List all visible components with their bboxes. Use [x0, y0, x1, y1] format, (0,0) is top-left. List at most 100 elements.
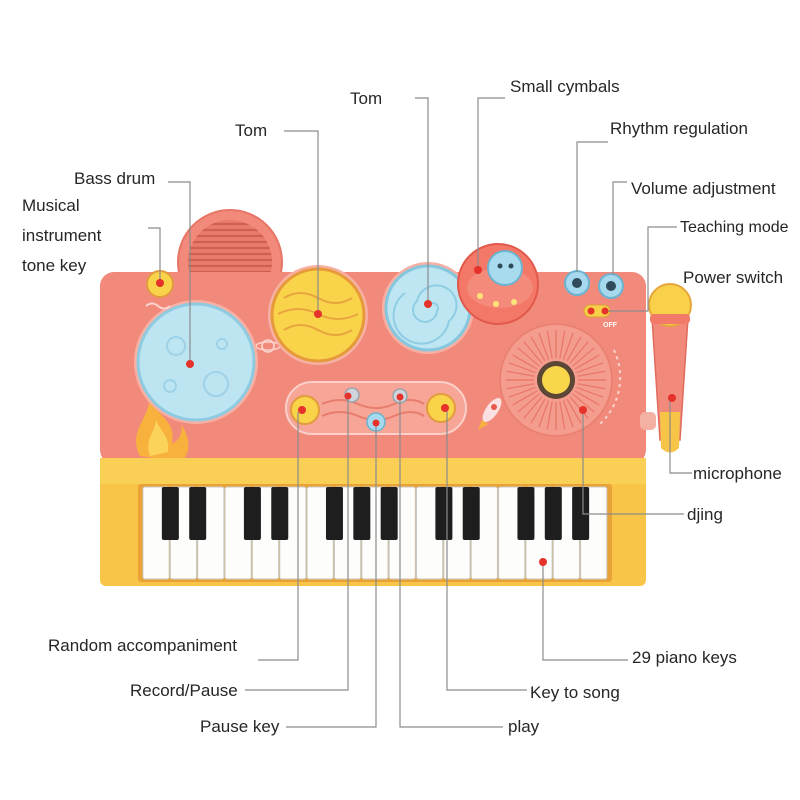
label-tom-left: Tom: [235, 121, 267, 140]
leader-line-pause-key: [286, 424, 377, 728]
marker-dot-record-pause: [344, 392, 352, 400]
black-key: [435, 487, 453, 540]
black-key: [380, 487, 398, 540]
black-key: [517, 487, 535, 540]
turntable-groove: [512, 390, 538, 406]
marker-dot-bass-drum: [186, 360, 194, 368]
turntable-groove: [574, 390, 600, 406]
label-key-to-song: Key to song: [530, 683, 620, 702]
marker-dot-pause-key: [372, 419, 380, 427]
leader-line-teaching-mode: [608, 226, 677, 312]
turntable-groove: [508, 362, 536, 374]
turntable-groove: [508, 386, 536, 398]
leader-line-random-accompaniment: [258, 412, 299, 661]
turntable-groove: [577, 370, 606, 377]
marker-dot-piano-keys: [539, 558, 547, 566]
turntable-groove: [566, 398, 582, 424]
marker-dot-tone-key: [156, 279, 164, 287]
turntable-groove: [538, 400, 550, 428]
turntable-groove: [506, 370, 535, 377]
small-cymbals-ufo: [457, 243, 539, 325]
leader-line-record-pause: [245, 397, 349, 691]
leader-line-djing: [582, 410, 684, 515]
volume-adjustment-knob: [598, 273, 624, 299]
leader-line-rhythm-regulation: [576, 141, 608, 272]
leader-line-bass-drum: [168, 181, 191, 362]
turntable-groove: [569, 341, 589, 364]
black-key: [271, 487, 289, 540]
black-key: [325, 487, 343, 540]
marker-dot-tom-left: [314, 310, 322, 318]
label-tone-key-line-3: tone key: [22, 256, 87, 275]
label-power-switch: Power switch: [683, 268, 783, 287]
label-djing: djing: [687, 505, 723, 524]
label-piano-keys: 29 piano keys: [632, 648, 737, 667]
bass-drum: [134, 300, 258, 424]
label-teaching-mode: Teaching mode: [680, 219, 789, 236]
turntable-grooves: [506, 330, 606, 430]
leader-line-tom-top: [415, 97, 429, 303]
turntable-groove: [512, 354, 538, 370]
turntable-groove: [546, 401, 553, 430]
label-random-accompaniment: Random accompaniment: [48, 636, 237, 655]
djing-turntable: [499, 323, 613, 437]
leader-lines: [148, 97, 692, 728]
rocket-decoration: [478, 398, 502, 430]
dj-dashed-arc: [599, 349, 622, 425]
turntable-groove: [576, 362, 604, 374]
turntable-groove: [572, 347, 595, 367]
marker-dot-play: [396, 393, 404, 401]
marker-dot-small-cymbals: [474, 266, 482, 274]
marker-dots: [156, 266, 676, 566]
turntable-groove: [566, 336, 582, 362]
turntable-groove: [559, 401, 566, 430]
label-microphone: microphone: [693, 464, 782, 483]
black-key: [243, 487, 261, 540]
turntable-groove: [530, 398, 546, 424]
microphone: [640, 283, 692, 453]
turntable-groove: [559, 330, 566, 359]
turntable-groove: [506, 383, 535, 390]
label-volume-adjustment: Volume adjustment: [631, 179, 776, 198]
turntable-groove: [562, 400, 574, 428]
turntable-groove: [572, 393, 595, 413]
turntable-groove: [530, 336, 546, 362]
turntable-groove: [576, 386, 604, 398]
black-key: [462, 487, 480, 540]
label-tone-key-line-2: instrument: [22, 226, 102, 245]
marker-dot-microphone: [668, 394, 676, 402]
label-record-pause: Record/Pause: [130, 681, 238, 700]
turntable-groove: [574, 354, 600, 370]
label-tone-key-line-1: Musical: [22, 196, 80, 215]
leader-line-tone-key: [148, 227, 161, 281]
label-small-cymbals: Small cymbals: [510, 77, 620, 96]
turntable-groove: [569, 396, 589, 419]
flame-decoration-inner: [148, 420, 169, 456]
black-key: [189, 487, 207, 540]
turntable-groove: [538, 332, 550, 360]
leader-line-key-to-song: [446, 410, 527, 691]
turntable-groove: [577, 383, 606, 390]
label-play: play: [508, 717, 540, 736]
turntable-groove: [517, 347, 540, 367]
label-bass-drum: Bass drum: [74, 169, 155, 188]
callout-labels: Tom Small cymbals Tom Rhythm regulation …: [22, 77, 789, 736]
marker-dot-random-accompaniment: [298, 406, 306, 414]
label-pause-key: Pause key: [200, 717, 280, 736]
power-switch-off-label: OFF: [603, 322, 618, 329]
piano-keys: [142, 486, 608, 580]
label-rhythm-regulation: Rhythm regulation: [610, 119, 748, 138]
black-key: [544, 487, 562, 540]
turntable-groove: [523, 396, 543, 419]
black-key: [572, 487, 590, 540]
leader-line-microphone: [669, 400, 692, 474]
black-key: [161, 487, 179, 540]
marker-dot-key-to-song: [441, 404, 449, 412]
leader-line-tom-left: [284, 130, 319, 312]
marker-dot-teaching-mode: [601, 307, 609, 315]
marker-dot-tom-top: [424, 300, 432, 308]
turntable-groove: [546, 330, 553, 359]
leader-line-play: [399, 398, 503, 728]
turntable-groove: [562, 332, 574, 360]
